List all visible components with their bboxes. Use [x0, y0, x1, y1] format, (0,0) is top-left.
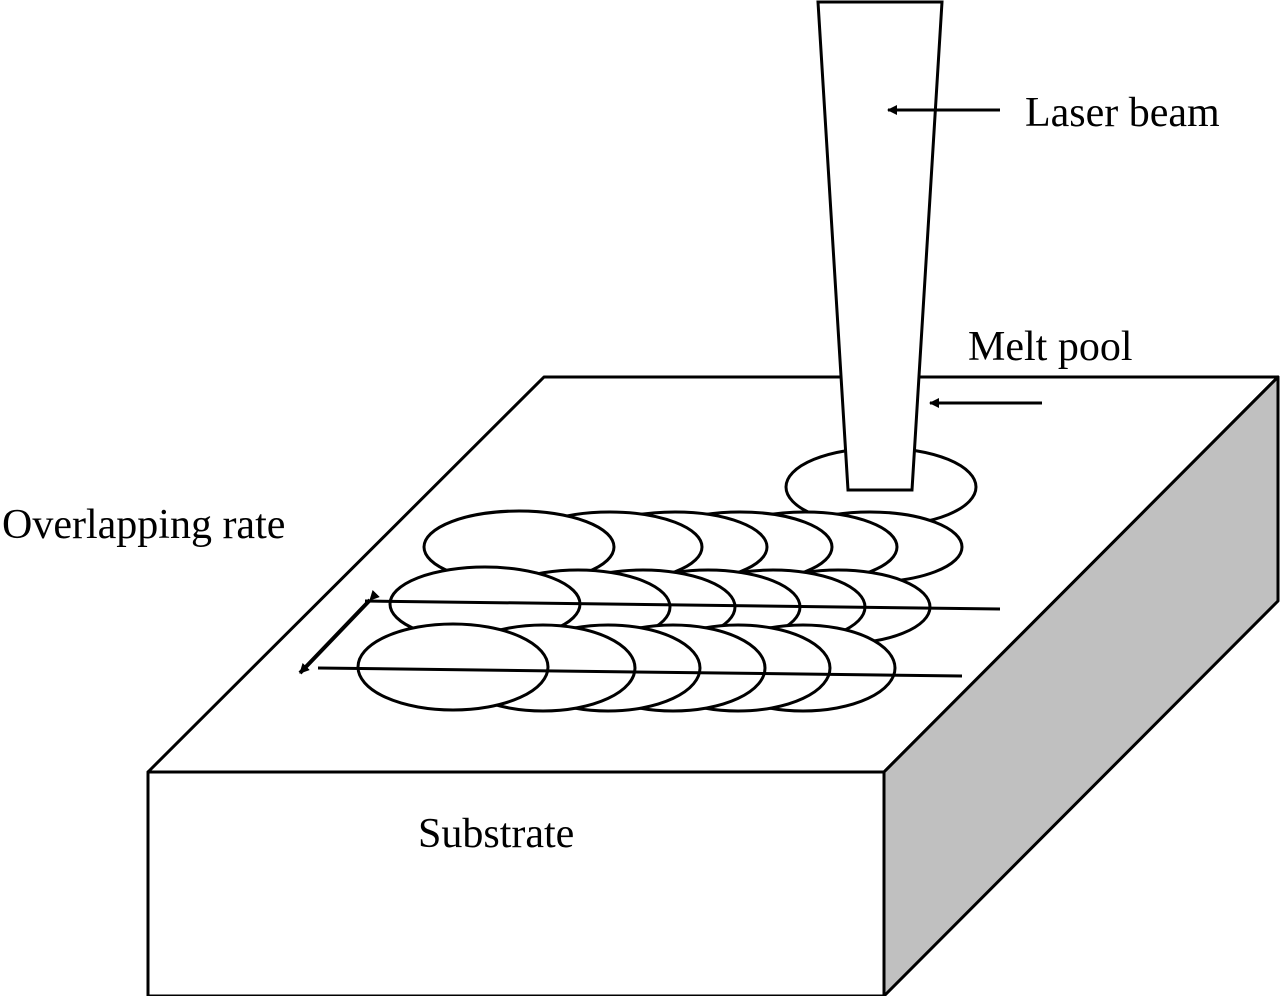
laser-beam	[816, 0, 944, 492]
clad-track-row-3	[356, 622, 897, 713]
substrate-front-face	[146, 770, 886, 996]
overlapping-rate-label: Overlapping rate	[2, 502, 285, 548]
clad-ellipse	[356, 622, 550, 712]
track-centerline-upper	[364, 599, 1001, 611]
track-centerline-lower	[317, 666, 963, 678]
melt-pool-label: Melt pool	[968, 324, 1133, 370]
overlap-double-arrow	[298, 590, 380, 675]
laser-beam-label: Laser beam	[1025, 90, 1220, 136]
substrate-label: Substrate	[418, 811, 574, 857]
